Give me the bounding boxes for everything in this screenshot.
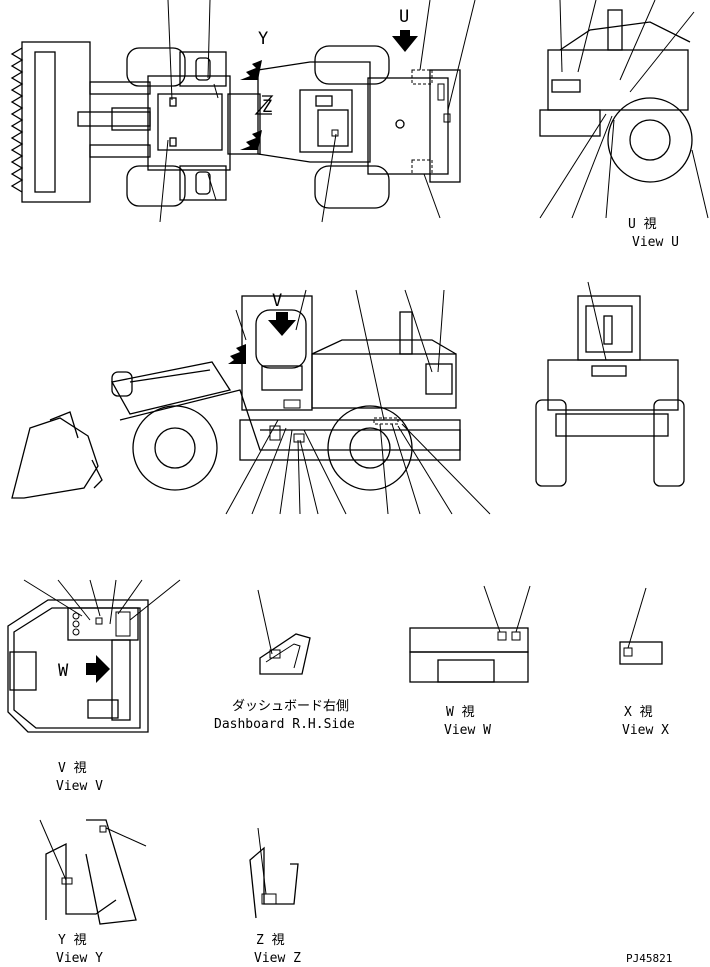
v-view-arrow [268, 312, 296, 336]
view-u-drawing: U 視 View U [539, 0, 709, 250]
y-view-arrow [240, 60, 262, 80]
view-z-jp: Z 視 [256, 933, 285, 948]
view-w-drawing: W 視 View W [409, 585, 531, 738]
top-view: Y U Z [10, 0, 476, 223]
dashboard-en: Dashboard R.H.Side [214, 717, 355, 732]
bucket-top [10, 41, 91, 203]
view-y-jp: Y 視 [58, 933, 87, 948]
view-w-jp: W 視 [446, 705, 475, 720]
v-side-arrow-2 [228, 344, 246, 364]
view-v-jp: V 視 [58, 761, 87, 776]
view-w-en: View W [444, 723, 491, 738]
view-v-en: View V [56, 779, 103, 794]
dashboard-drawing: ダッシュボード右側 Dashboard R.H.Side [214, 589, 355, 732]
view-u-en: View U [632, 235, 679, 250]
view-y-en: View Y [56, 951, 103, 966]
z-view-arrow [240, 130, 262, 150]
w-view-arrow [86, 655, 110, 683]
view-x-drawing: X 視 View X [619, 587, 669, 738]
view-z-drawing: Z 視 View Z [249, 827, 301, 966]
v-letter-side: V [272, 291, 282, 311]
view-u-jp: U 視 [628, 217, 657, 232]
dashboard-jp: ダッシュボード右側 [232, 699, 349, 714]
view-x-en: View X [622, 723, 669, 738]
u-letter-top: U [399, 7, 409, 27]
view-v-drawing: W V 視 View V [7, 579, 181, 794]
rear-view [535, 281, 685, 487]
drawing-number: PJ45821 [626, 952, 672, 965]
view-x-jp: X 視 [624, 705, 653, 720]
u-view-arrow [392, 30, 418, 52]
view-y-drawing: Y 視 View Y [39, 819, 147, 966]
w-letter: W [58, 661, 69, 681]
view-z-en: View Z [254, 951, 301, 966]
y-letter-top: Y [258, 29, 268, 49]
z-letter-top: Z [262, 97, 272, 117]
side-view: V [11, 289, 491, 515]
